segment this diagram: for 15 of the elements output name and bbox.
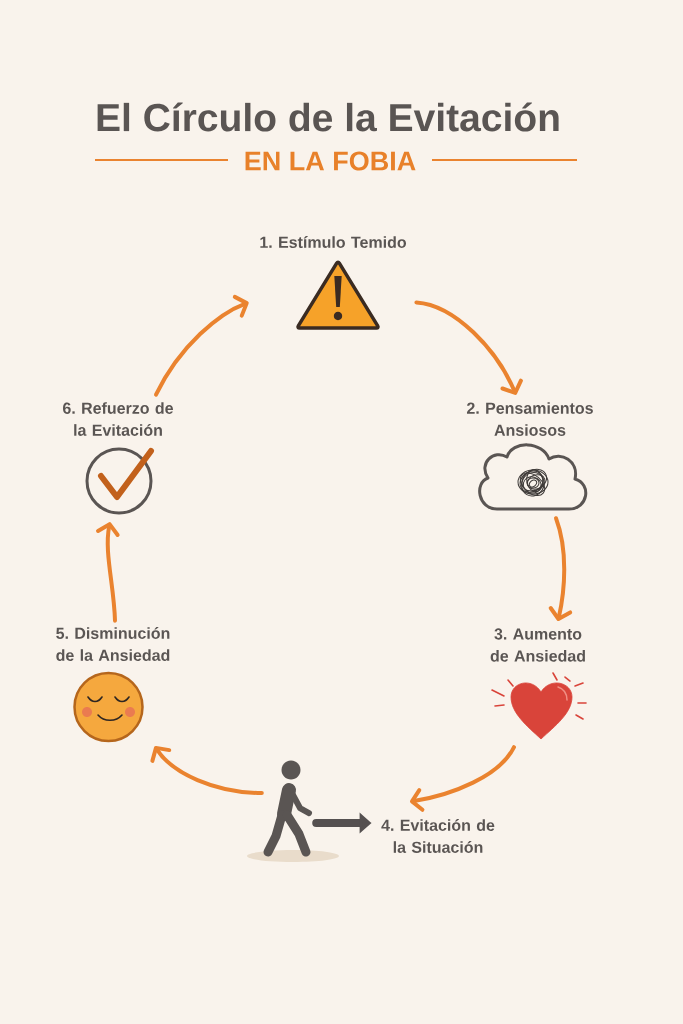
step-label: 1. Estímulo Temido (260, 236, 407, 248)
arrow (410, 745, 516, 812)
arrow (548, 516, 573, 621)
arrow (150, 745, 264, 795)
arrow (154, 294, 249, 397)
subtitle: EN LA FOBIA (245, 151, 416, 171)
step-label: 2. Pensamientos Ansiosos (466, 402, 593, 436)
arrow (96, 522, 120, 623)
walking-person (247, 760, 339, 862)
title: El Círculo de la Evitación (97, 102, 559, 132)
step-label: 3. Aumento de Ansiedad (490, 628, 585, 662)
step-label: 4. Evitación de la Situación (381, 819, 495, 853)
step-label: 5. Disminución de la Ansiedad (56, 627, 170, 661)
step-label: 6. Refuerzo de la Evitación (63, 402, 173, 436)
arrow (414, 300, 523, 395)
